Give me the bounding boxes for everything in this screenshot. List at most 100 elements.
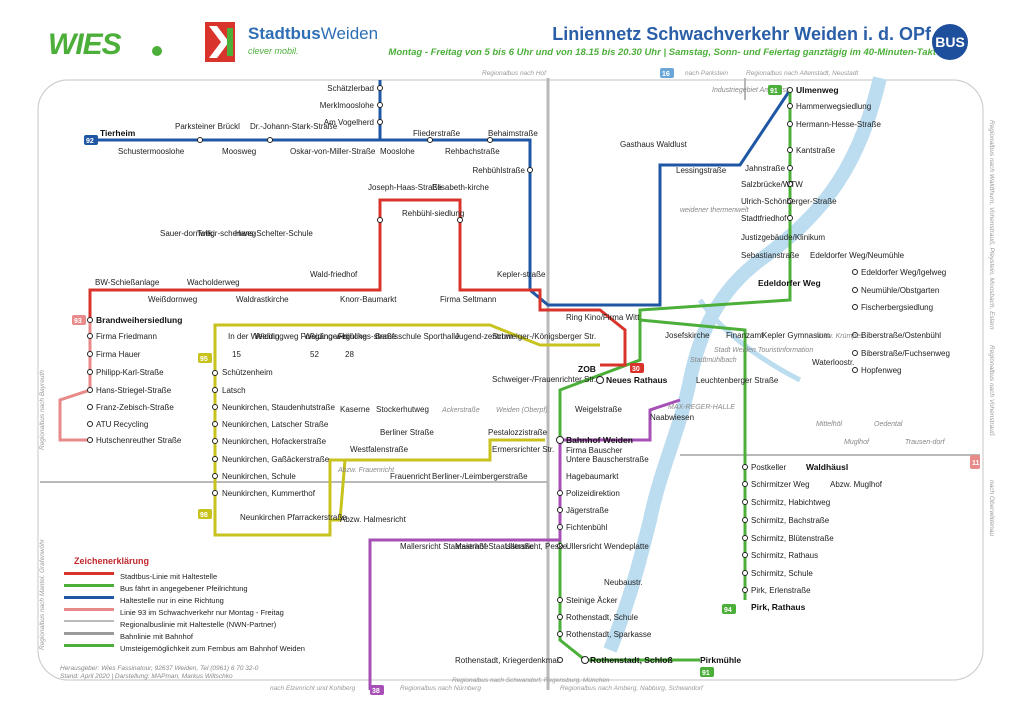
legend-row: Stadtbus-Linie mit Haltestelle [56,570,356,582]
stop-labels: Schätzlerbad Merklmooslohe Am Vogelherd … [95,84,950,665]
stop-jaegerstrasse: Jägerstraße [566,506,609,515]
stop-untere-bauscher: Untere Bauscherstraße [566,455,649,464]
stop-dr-johann-stark: Dr.-Johann-Stark-Straße [250,122,338,131]
stop-mooslohe: Mooslohe [380,147,415,156]
stop-mittelhoel: Mittelhöl [816,421,843,428]
stop-muglhof: Muglhof [844,439,870,446]
badge-98: 98 [200,512,208,519]
stop-lessingstrasse: Lessingstraße [676,166,727,175]
stop-berliner-strasse: Berliner Straße [380,428,434,437]
stop-schustermooslohe: Schustermooslohe [118,147,185,156]
badge-95: 95 [200,356,208,363]
stop-stadtfriedhof: Stadtfriedhof [741,214,787,223]
stop-fischerbergsiedlung: Fischerbergsiedlung [861,303,933,312]
stop-in-der-weiding: In der Weiding [228,332,279,341]
stop-neunkirchen-schule: Neunkirchen, Schule [222,472,296,481]
stop-neunkirchen-pfarracker: Neunkirchen Pfarrackerstraße [240,513,347,522]
page-subtitle: Montag - Freitag von 5 bis 6 Uhr und von… [388,47,936,58]
line-badges: 92 93 95 98 91 94 30 91 11 16 38 [72,68,980,695]
page-title: Liniennetz Schwachverkehr Weiden i. d. O… [552,24,936,44]
stop-westfalenstrasse: Westfalenstraße [350,445,409,454]
stop-frauenricht: Frauenricht [390,472,431,481]
stop-weiden-oberpf: Weiden (Oberpf) [496,407,548,414]
line-92-east [380,138,630,307]
stop-schirmitz-schule: Schirmitz, Schule [751,569,813,578]
poi-max-reger-halle: MAX-REGER-HALLE [668,404,735,411]
stop-weidingweg-52: 52 [310,350,319,359]
stop-weiding-weg-28: 28 [345,350,354,359]
stop-hammerwegsiedlung: Hammerwegsiedlung [796,102,871,111]
stop-hutschenreuther: Hutschenreuther Straße [96,436,182,445]
badge-92: 92 [86,138,94,145]
stop-schirmitz-rathaus: Schirmitz, Rathaus [751,551,818,560]
stop-bahnhof-weiden: Bahnhof Weiden [566,435,633,445]
region-waldthurn: Regionalbus nach Waldthurn, Vohenstrauß,… [988,120,995,330]
stop-fruehlingsstrasse: Frühlings-straße [338,332,397,341]
stop-jugendzentrum: Jugend-zentrum [455,332,513,341]
stop-biberstrasse-ostenbuehl: Biberstraße/Ostenbühl [861,331,941,340]
stop-rothenstadt-sparkasse: Rothenstadt, Sparkasse [566,630,652,639]
stop-oedental: Oedental [874,421,903,428]
region-vohenstrauss: Regionalbus nach Vohenstrauß [988,345,995,436]
stop-am-vogelherd: Am Vogelherd [324,118,374,127]
poi-industriegebiet: Industriegebiet Am Forst [712,87,789,94]
stadtbus-name: StadtbusWeiden [248,24,379,43]
stop-neubaustr: Neubaustr. [604,578,643,587]
stop-maierhof: Maierhof Staatsstraße [455,542,534,551]
stop-weiding-weg: Weiding-weg [304,332,350,341]
stop-oskar-von-miller: Oskar-von-Miller-Straße [290,147,376,156]
region-etzenricht: nach Etzenricht und Kohlberg [270,685,356,692]
stop-firma-seltmann: Firma Seltmann [440,295,496,304]
stop-schirmitz-habichtweg: Schirmitz, Habichtweg [751,498,830,507]
stop-pestalozzistrasse: Pestalozzistraße [488,428,548,437]
wies-logo-dot [152,46,162,56]
stop-behaimstrasse: Behaimstraße [488,129,538,138]
stop-kepler-gymnasium: Kepler Gymnasium [762,331,830,340]
stop-firma-hauer: Firma Hauer [96,350,141,359]
stop-weidingweg-15: 15 [232,350,241,359]
region-hof: Regionalbus nach Hof [482,70,547,77]
stop-berliner-leimberger: Berliner-/Leimbergerstraße [432,472,528,481]
legend-row: Umsteigemöglichkeit zum Fernbus am Bahnh… [56,642,356,654]
region-mantel: Regionalbus nach Mantel, Grafenwöhr [39,538,46,650]
badge-38: 38 [372,688,380,695]
stop-polizeidirektion: Polizeidirektion [566,489,620,498]
stop-ullersricht: Ullersricht [566,542,602,551]
stop-finanzamt: Finanzamt [726,331,764,340]
stop-stockerhutweg: Stockerhutweg [376,405,429,414]
stop-pirk-erlenstrasse: Pirk, Erlenstraße [751,586,811,595]
legend-title: Zeichenerklärung [74,556,150,566]
stop-moosweg: Moosweg [222,147,256,156]
stop-berufsschule: Berufsschule Sporthalle [375,332,460,341]
region-nuernberg: Regionalbus nach Nürnberg [400,685,481,692]
stop-kantstrasse: Kantstraße [796,146,836,155]
stop-schirmitz-bachstrasse: Schirmitz, Bachstraße [751,516,830,525]
stop-josefskirche: Josefskirche [665,331,710,340]
stop-edeldorfer-weg: Edeldorfer Weg [758,278,821,288]
stop-tollkirschenweg: Tollkir-schenweg [197,229,256,238]
legend-footer: Herausgeber: Wies Fassinatour, 92637 Wei… [60,665,258,681]
stop-sauerdornweg: Sauer-dornweg [160,229,215,238]
stop-parksteiner-brueckl: Parksteiner Brückl [175,122,240,131]
legend-row: Haltestelle nur in eine Richtung [56,594,356,606]
stop-postkeller: Postkeller [751,463,786,472]
stops [87,85,858,664]
stop-neunkirchen-kummerthof: Neunkirchen, Kummerthof [222,489,316,498]
stop-edeldorfer-neumuehle: Edeldorfer Weg/Neumühle [810,251,905,260]
badge-93: 93 [74,318,82,325]
stop-steinige-aecker: Steinige Äcker [566,596,618,605]
badge-94: 94 [724,607,732,614]
stop-kaserne: Kaserne [340,405,370,414]
stop-rehbuehlstrasse: Rehbühlstraße [473,166,526,175]
line-98-branch [330,459,347,522]
stop-neunkirchen-gaessacker: Neunkirchen, Gaßäckerstraße [222,455,330,464]
badge-11: 11 [972,460,980,467]
line-92-north [630,89,792,307]
stop-firma-friedmann: Firma Friedmann [96,332,157,341]
stop-ring-kino: Ring Kino/Firma Witt [566,313,640,322]
stop-biberstrasse-fuchsenweg: Biberstraße/Fuchsenweg [861,349,950,358]
stop-zob: ZOB [578,364,596,374]
line-91 [558,88,792,662]
wies-logo: WIES [48,28,122,61]
